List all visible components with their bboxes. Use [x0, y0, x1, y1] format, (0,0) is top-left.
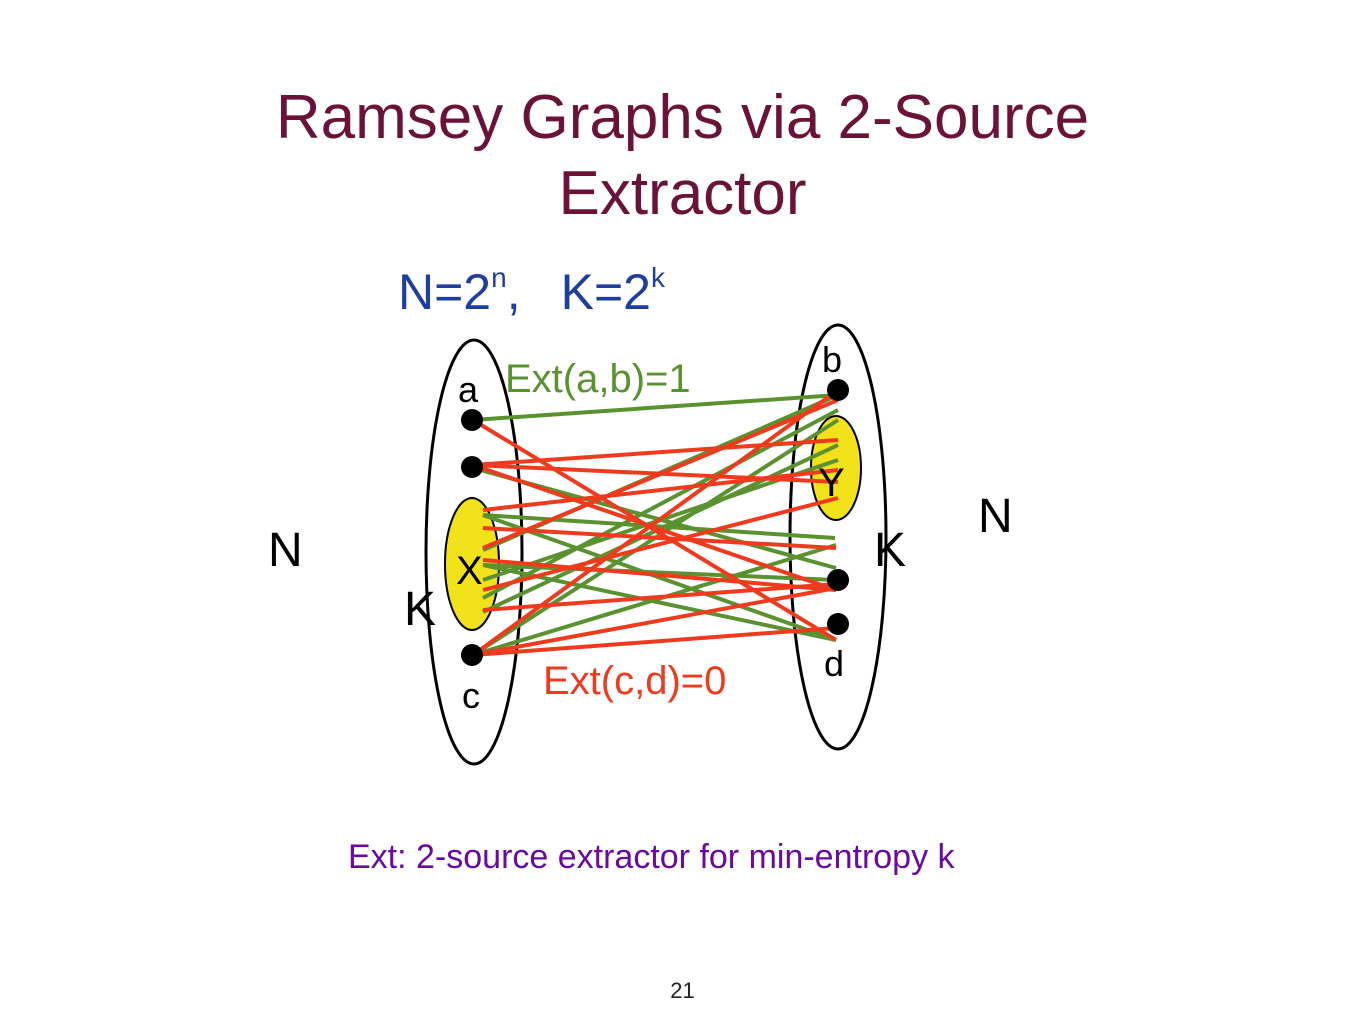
vertex-b-label: b — [822, 339, 842, 380]
left-set-ellipse — [424, 338, 524, 766]
caption-text: Ext: 2-source extractor for min-entropy … — [348, 838, 955, 876]
vertex-left-2 — [461, 456, 483, 478]
vertex-right-3 — [827, 569, 849, 591]
edge-ext-0 — [482, 496, 839, 592]
edge-ext-0 — [472, 463, 839, 484]
param-separator: , — [506, 264, 521, 320]
k-definition-base: K=2 — [560, 264, 651, 320]
vertex-b — [827, 379, 849, 401]
edge-ext-1 — [472, 393, 839, 422]
edge-ext-0 — [472, 626, 837, 657]
k-definition-exponent: k — [650, 262, 665, 293]
edge-ext-0 — [482, 398, 839, 550]
edge-ext-0 — [472, 463, 837, 592]
edge-ext-0 — [472, 438, 839, 467]
vertex-c-label: c — [462, 675, 480, 716]
left-set-size-label: N — [268, 524, 303, 577]
slide-title: Ramsey Graphs via 2-Source Extractor — [0, 80, 1365, 232]
edge-ext-0 — [472, 586, 837, 657]
page-number: 21 — [670, 978, 695, 1003]
vertex-a — [461, 409, 483, 431]
n-definition-exponent: n — [491, 262, 507, 293]
edge-ext-1 — [472, 543, 837, 657]
subset-y-label: Y — [818, 461, 845, 505]
edge-ext-1 — [482, 563, 837, 642]
vertex-d-label: d — [824, 643, 844, 684]
left-subset-size-label: K — [404, 583, 436, 636]
vertex-d — [827, 613, 849, 635]
vertex-c — [461, 644, 483, 666]
subset-x-label: X — [456, 549, 483, 593]
vertex-a-label: a — [458, 369, 479, 410]
edge-ext-0 — [471, 388, 840, 657]
parameter-definitions: N=2n, K=2k — [398, 262, 665, 321]
edge-zero-label: Ext(c,d)=0 — [543, 659, 726, 703]
edge-ext-0 — [482, 558, 837, 592]
edge-ext-0 — [482, 526, 837, 550]
edge-ext-1 — [482, 513, 837, 642]
edge-one-label: Ext(a,b)=1 — [505, 357, 691, 401]
edge-ext-0 — [482, 468, 839, 512]
right-subset-size-label: K — [874, 524, 906, 577]
n-definition-base: N=2 — [398, 264, 492, 320]
title-line-1: Ramsey Graphs via 2-Source — [275, 83, 1090, 152]
edge-ext-0 — [471, 418, 838, 642]
edge-ext-1 — [482, 513, 836, 540]
edge-group — [471, 388, 840, 657]
title-line-2: Extractor — [558, 159, 807, 228]
right-set-size-label: N — [978, 490, 1013, 543]
